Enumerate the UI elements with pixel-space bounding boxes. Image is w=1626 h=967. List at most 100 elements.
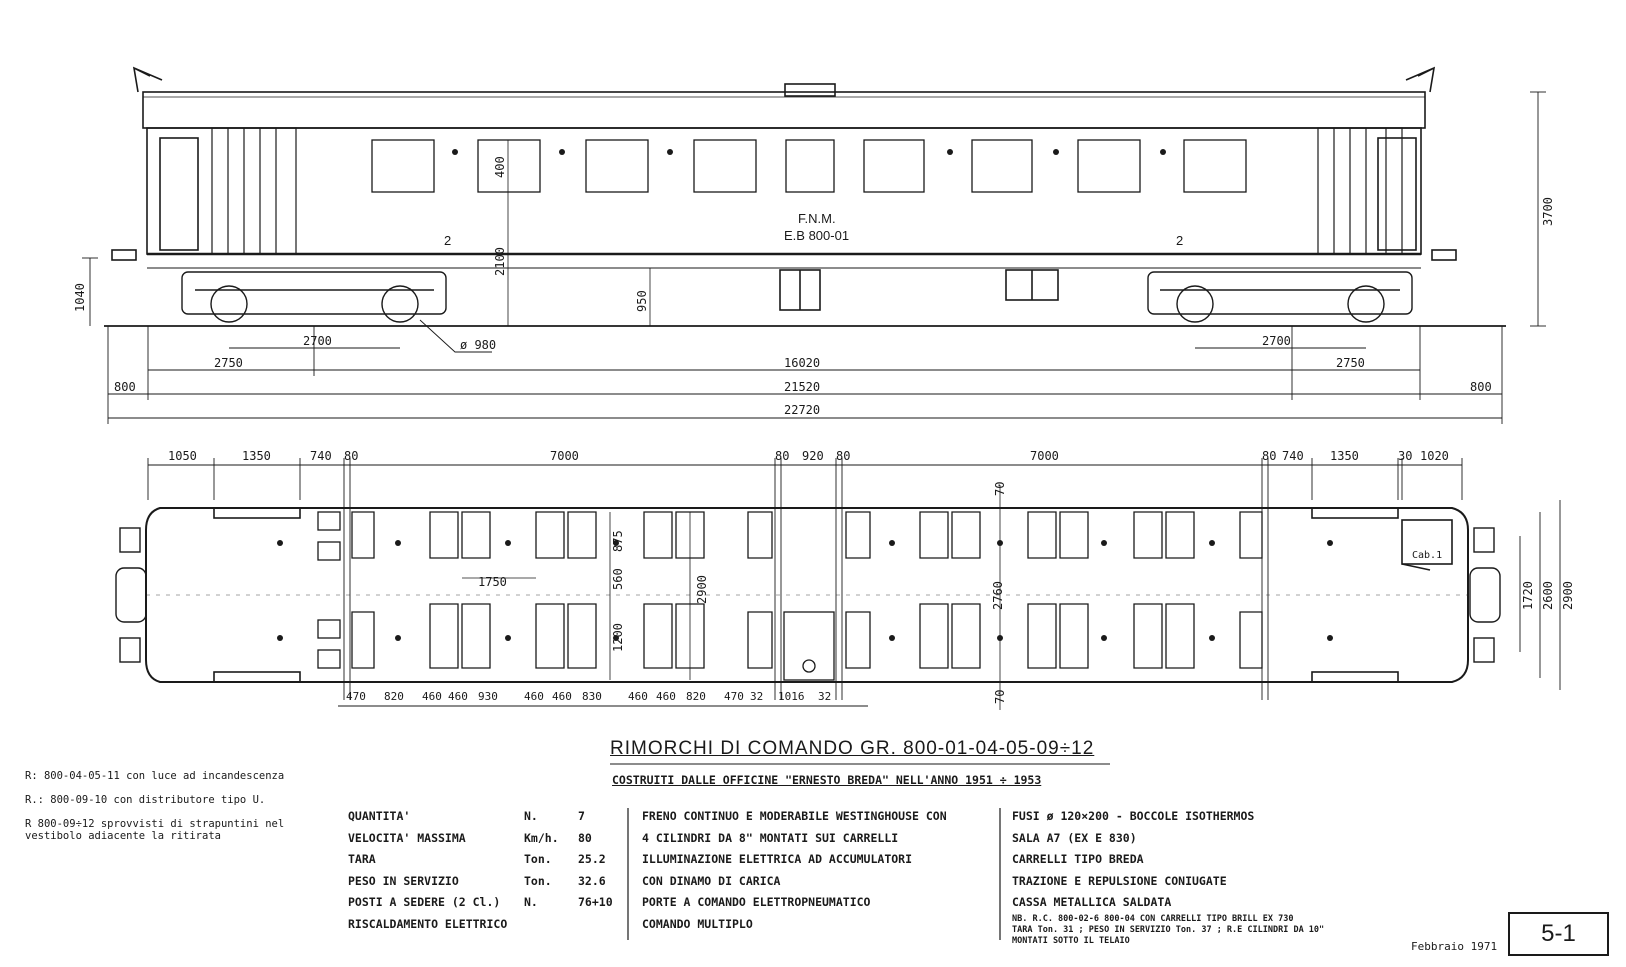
plan-bottom-dim: 460 xyxy=(656,690,676,703)
side-elevation xyxy=(82,66,1546,424)
nb-line-3: MONTATI SOTTO IL TELAIO xyxy=(1012,936,1130,946)
spec-units: N. Km/h. Ton. Ton. N. xyxy=(524,806,559,914)
plan-bottom-dim: 460 xyxy=(448,690,468,703)
plan-bottom-dim: 460 xyxy=(422,690,442,703)
plan-bottom-dim: 830 xyxy=(582,690,602,703)
plan-top-dim: 7000 xyxy=(550,449,579,463)
dim-side-height: 2100 xyxy=(493,247,507,276)
value-service-weight: 32.6 xyxy=(578,873,606,888)
dim-overhang-left: 800 xyxy=(114,380,136,394)
equipment-5: PORTE A COMANDO ELETTROPNEUMATICO xyxy=(642,895,871,909)
running-gear-list: FUSI ø 120×200 - BOCCOLE ISOTHERMOS SALA… xyxy=(1012,806,1254,914)
dim-wheelbase-right: 2700 xyxy=(1262,334,1291,348)
unit-seats: N. xyxy=(524,895,538,909)
plan-bottom-dim: 470 xyxy=(724,690,744,703)
running-gear-4: TRAZIONE E REPULSIONE CONIUGATE xyxy=(1012,873,1227,888)
dim-70-top: 70 xyxy=(993,482,1007,496)
plan-top-dim: 7000 xyxy=(1030,449,1059,463)
spec-tare: TARA xyxy=(348,852,376,866)
unit-quantity: N. xyxy=(524,809,538,823)
drawing-subtitle: COSTRUITI DALLE OFFICINE "ERNESTO BREDA"… xyxy=(612,773,1042,787)
floor-plan xyxy=(115,458,1561,710)
plan-top-dim: 1350 xyxy=(242,449,271,463)
dim-bogie-right: 2750 xyxy=(1336,356,1365,370)
plan-bottom-dim: 930 xyxy=(478,690,498,703)
note-1: R: 800-04-05-11 con luce ad incandescenz… xyxy=(25,770,285,782)
plan-bottom-dim: 32 xyxy=(750,690,763,703)
dim-aisle: 2900 xyxy=(695,575,709,604)
unit-tare: Ton. xyxy=(524,852,552,866)
dim-1720: 1720 xyxy=(1521,581,1535,610)
unit-service-weight: Ton. xyxy=(524,873,552,888)
dim-70-bottom: 70 xyxy=(993,690,1007,704)
plan-top-dim: 740 xyxy=(1282,449,1304,463)
plan-bottom-dim: 460 xyxy=(552,690,572,703)
plan-bottom-dim: 32 xyxy=(818,690,831,703)
running-gear-3: CARRELLI TIPO BREDA xyxy=(1012,852,1144,866)
running-gear-1: FUSI ø 120×200 - BOCCOLE ISOTHERMOS xyxy=(1012,809,1255,823)
plan-bottom-dim: 460 xyxy=(524,690,544,703)
plan-top-dim: 1050 xyxy=(168,449,197,463)
note-2: R.: 800-09-10 con distributore tipo U. xyxy=(25,794,266,806)
class-mark-left: 2 xyxy=(444,233,451,248)
plan-bottom-dim: 820 xyxy=(686,690,706,703)
value-seats: 76+10 xyxy=(578,895,613,909)
dim-pitch: 1750 xyxy=(478,575,507,589)
dim-height-total: 3700 xyxy=(1541,197,1555,226)
dim-wheelbase-left: 2700 xyxy=(303,334,332,348)
spec-labels: QUANTITA' VELOCITA' MASSIMA TARA PESO IN… xyxy=(348,806,507,935)
nb-line-2: TARA Ton. 31 ; PESO IN SERVIZIO Ton. 37 … xyxy=(1012,925,1325,935)
dim-overhang-right: 800 xyxy=(1470,380,1492,394)
value-quantity: 7 xyxy=(578,809,585,823)
dim-window: 400 xyxy=(493,156,507,178)
equipment-6: COMANDO MULTIPLO xyxy=(642,916,753,931)
running-gear-5: CASSA METALLICA SALDATA xyxy=(1012,895,1172,909)
plan-top-dim: 1020 xyxy=(1420,449,1449,463)
dim-2900: 2900 xyxy=(1561,581,1575,610)
dim-total: 22720 xyxy=(784,403,820,417)
sheet-number: 5-1 xyxy=(1508,912,1609,956)
dim-floor-height: 1040 xyxy=(73,283,87,312)
plan-top-dim: 1350 xyxy=(1330,449,1359,463)
plan-top-dim: 80 xyxy=(344,449,358,463)
equipment-1: FRENO CONTINUO E MODERABILE WESTINGHOUSE… xyxy=(642,809,947,823)
operator-mark: F.N.M. xyxy=(798,211,836,226)
class-mark-right: 2 xyxy=(1176,233,1183,248)
unit-speed: Km/h. xyxy=(524,830,559,845)
equipment-4: CON DINAMO DI CARICA xyxy=(642,873,781,888)
spec-speed: VELOCITA' MASSIMA xyxy=(348,830,466,845)
spec-values: 7 80 25.2 32.6 76+10 xyxy=(578,806,613,914)
dim-body: 21520 xyxy=(784,380,820,394)
plan-top-dim: 80 xyxy=(836,449,850,463)
value-tare: 25.2 xyxy=(578,852,606,866)
dim-wheel: ø 980 xyxy=(460,338,496,352)
plan-bottom-dim: 470 xyxy=(346,690,366,703)
drawing-date: Febbraio 1971 xyxy=(1411,940,1498,953)
dim-bogie-left: 2750 xyxy=(214,356,243,370)
spec-heating: RISCALDAMENTO ELETTRICO xyxy=(348,916,508,931)
equipment-list: FRENO CONTINUO E MODERABILE WESTINGHOUSE… xyxy=(642,806,947,935)
nb-note: NB. R.C. 800-02-6 800-04 CON CARRELLI TI… xyxy=(1012,914,1324,947)
dim-875: 875 xyxy=(611,530,625,552)
spec-service-weight: PESO IN SERVIZIO xyxy=(348,873,459,888)
nb-line-1: NB. R.C. 800-02-6 800-04 CON CARRELLI TI… xyxy=(1012,914,1294,924)
dim-2760: 2760 xyxy=(991,581,1005,610)
plan-top-dim: 920 xyxy=(802,449,824,463)
spec-quantity: QUANTITA' xyxy=(348,809,411,823)
note-3: R 800-09÷12 sprovvisti di strapuntini ne… xyxy=(25,818,285,842)
plan-bottom-dim: 1016 xyxy=(778,690,805,703)
dim-floor-rail: 950 xyxy=(635,290,649,312)
plan-bottom-dim: 820 xyxy=(384,690,404,703)
plan-top-dim: 80 xyxy=(1262,449,1276,463)
dim-1200: 1200 xyxy=(611,623,625,652)
plan-top-dim: 30 xyxy=(1398,449,1412,463)
equipment-2: 4 CILINDRI DA 8" MONTATI SUI CARRELLI xyxy=(642,830,899,845)
plan-top-dim: 740 xyxy=(310,449,332,463)
equipment-3: ILLUMINAZIONE ELETTRICA AD ACCUMULATORI xyxy=(642,852,913,866)
value-speed: 80 xyxy=(578,830,592,845)
dim-2600: 2600 xyxy=(1541,581,1555,610)
dim-560: 560 xyxy=(611,568,625,590)
running-gear-2: SALA A7 (EX E 830) xyxy=(1012,830,1137,845)
car-number: E.B 800-01 xyxy=(784,228,849,243)
spec-seats: POSTI A SEDERE (2 Cl.) xyxy=(348,895,501,909)
